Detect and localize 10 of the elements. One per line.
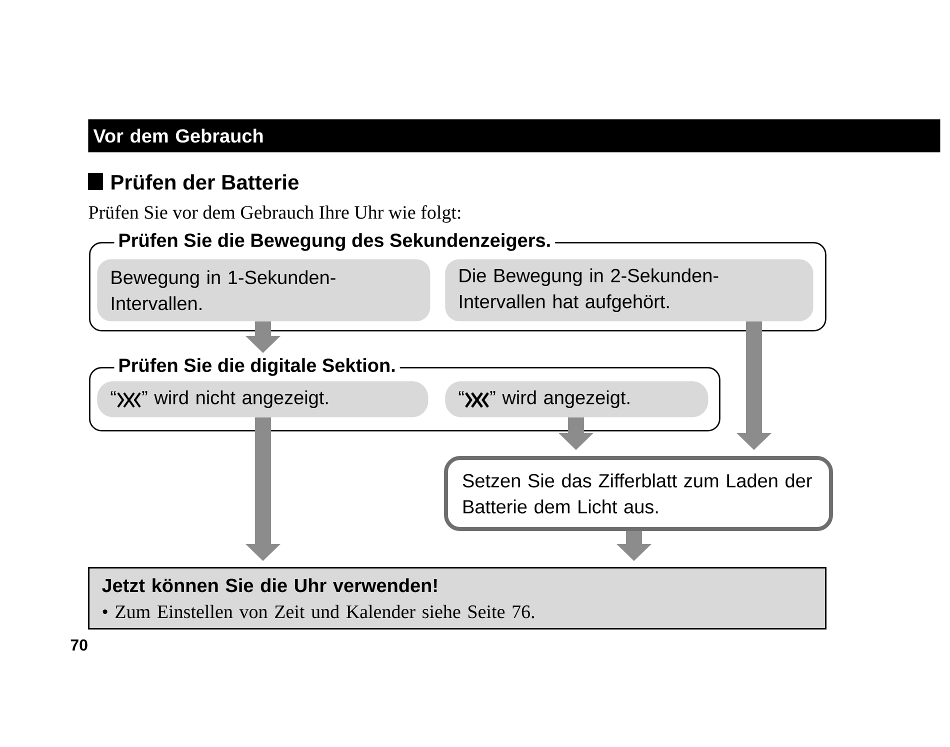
option-box: “ ” wird angezeigt. — [445, 381, 708, 418]
action-box: Setzen Sie das Zifferblatt zum Laden der Batterie dem Licht aus. — [444, 456, 833, 531]
option-box: “ ” wird nicht angezeigt. — [97, 381, 428, 418]
page-number: 70 — [70, 639, 88, 651]
header-bar: Vor dem Gebrauch — [88, 119, 940, 152]
result-box: Jetzt können Sie die Uhr verwenden! • Zum Einstellen von Zeit und Kalender siehe Seite 76. — [88, 567, 826, 630]
option-box: Die Bewegung in 2-Sekunden-Intervallen hat aufgehört. — [445, 259, 814, 322]
option-box: Bewegung in 1-Sekunden-Intervallen. — [97, 259, 430, 322]
intro-text: Prüfen Sie vor dem Gebrauch Ihre Uhr wie folgt: — [88, 205, 460, 223]
title: Prüfen der Batterie — [88, 173, 298, 190]
